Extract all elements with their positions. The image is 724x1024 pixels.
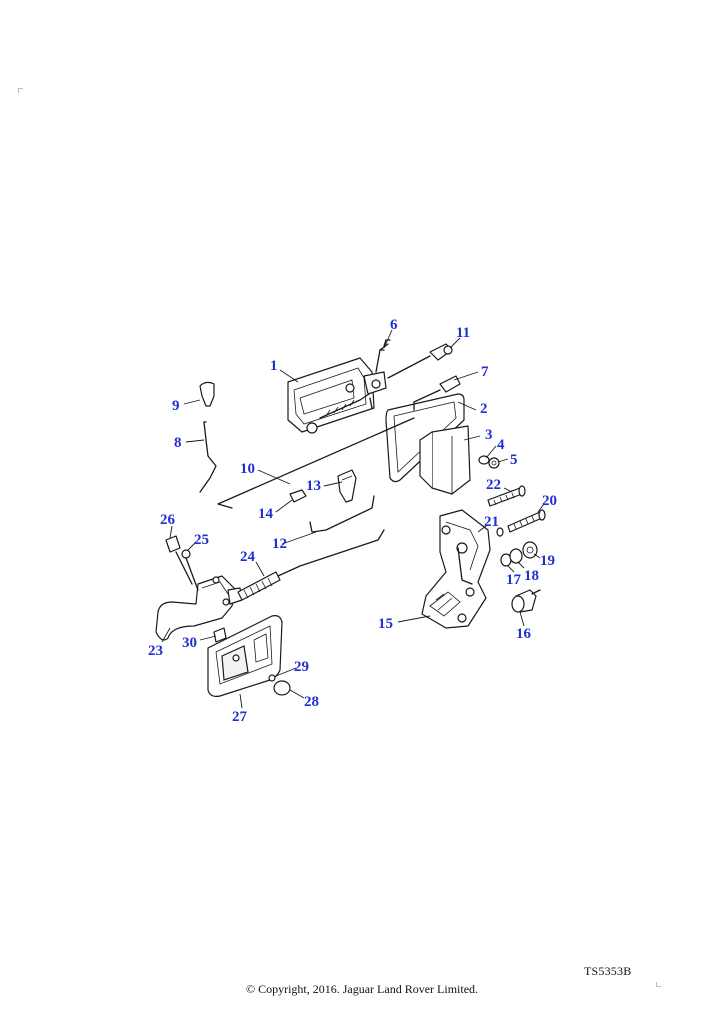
sill-button-knob (199, 381, 215, 407)
bush (165, 535, 193, 585)
callout-30: 30 (182, 635, 197, 651)
callout-13: 13 (306, 478, 321, 494)
callout-10: 10 (240, 461, 255, 477)
rod-clip-upper (387, 343, 453, 379)
callout-29: 29 (294, 659, 309, 675)
callout-27: 27 (232, 709, 248, 725)
small-clip (289, 489, 307, 503)
callout-18: 18 (524, 568, 539, 584)
latch-screws (487, 485, 546, 537)
callout-28: 28 (304, 694, 319, 710)
callout-17: 17 (506, 572, 522, 588)
callout-labels: 1 2 3 4 5 6 7 8 9 10 11 12 13 14 15 16 1… (148, 317, 557, 725)
callout-15: 15 (378, 616, 393, 632)
long-connecting-rod (217, 417, 415, 509)
callout-19: 19 (540, 553, 555, 569)
crop-mark (656, 982, 661, 987)
remote-control-housing (287, 343, 389, 434)
callout-23: 23 (148, 643, 163, 659)
lock-rod (199, 421, 217, 493)
handle-escutcheon (207, 615, 283, 697)
rod-retaining-clip (337, 469, 357, 503)
callout-5: 5 (510, 452, 518, 468)
callout-16: 16 (516, 626, 532, 642)
callout-8: 8 (174, 435, 182, 451)
washer-and-nut (478, 455, 500, 469)
escutcheon-screw (268, 674, 276, 682)
support-bracket (419, 425, 471, 495)
callout-26: 26 (160, 512, 176, 528)
handle-screw (181, 549, 199, 591)
callout-9: 9 (172, 398, 180, 414)
release-cable (237, 529, 385, 601)
callout-22: 22 (486, 477, 501, 493)
door-latch-assembly (421, 509, 491, 629)
callout-1: 1 (270, 358, 278, 374)
callout-14: 14 (258, 506, 274, 522)
leader-lines (161, 329, 545, 709)
operating-rod-hook (383, 339, 391, 347)
callout-4: 4 (497, 437, 505, 453)
callout-25: 25 (194, 532, 209, 548)
callout-7: 7 (481, 364, 489, 380)
callout-12: 12 (272, 536, 287, 552)
screw-cap (273, 680, 291, 696)
callout-3: 3 (485, 427, 493, 443)
pivot-bush (213, 627, 227, 643)
callout-11: 11 (456, 325, 470, 341)
callout-2: 2 (480, 401, 488, 417)
copyright-notice: © Copyright, 2016. Jaguar Land Rover Lim… (245, 982, 479, 996)
callout-20: 20 (542, 493, 557, 509)
callout-24: 24 (240, 549, 256, 565)
cranked-rod (309, 495, 375, 533)
callout-6: 6 (390, 317, 398, 333)
crop-mark (18, 88, 23, 93)
spacer-washers (500, 541, 538, 567)
striker-pin (511, 589, 541, 613)
callout-21: 21 (484, 514, 499, 530)
drawing-reference-code: TS5353B (584, 964, 632, 978)
